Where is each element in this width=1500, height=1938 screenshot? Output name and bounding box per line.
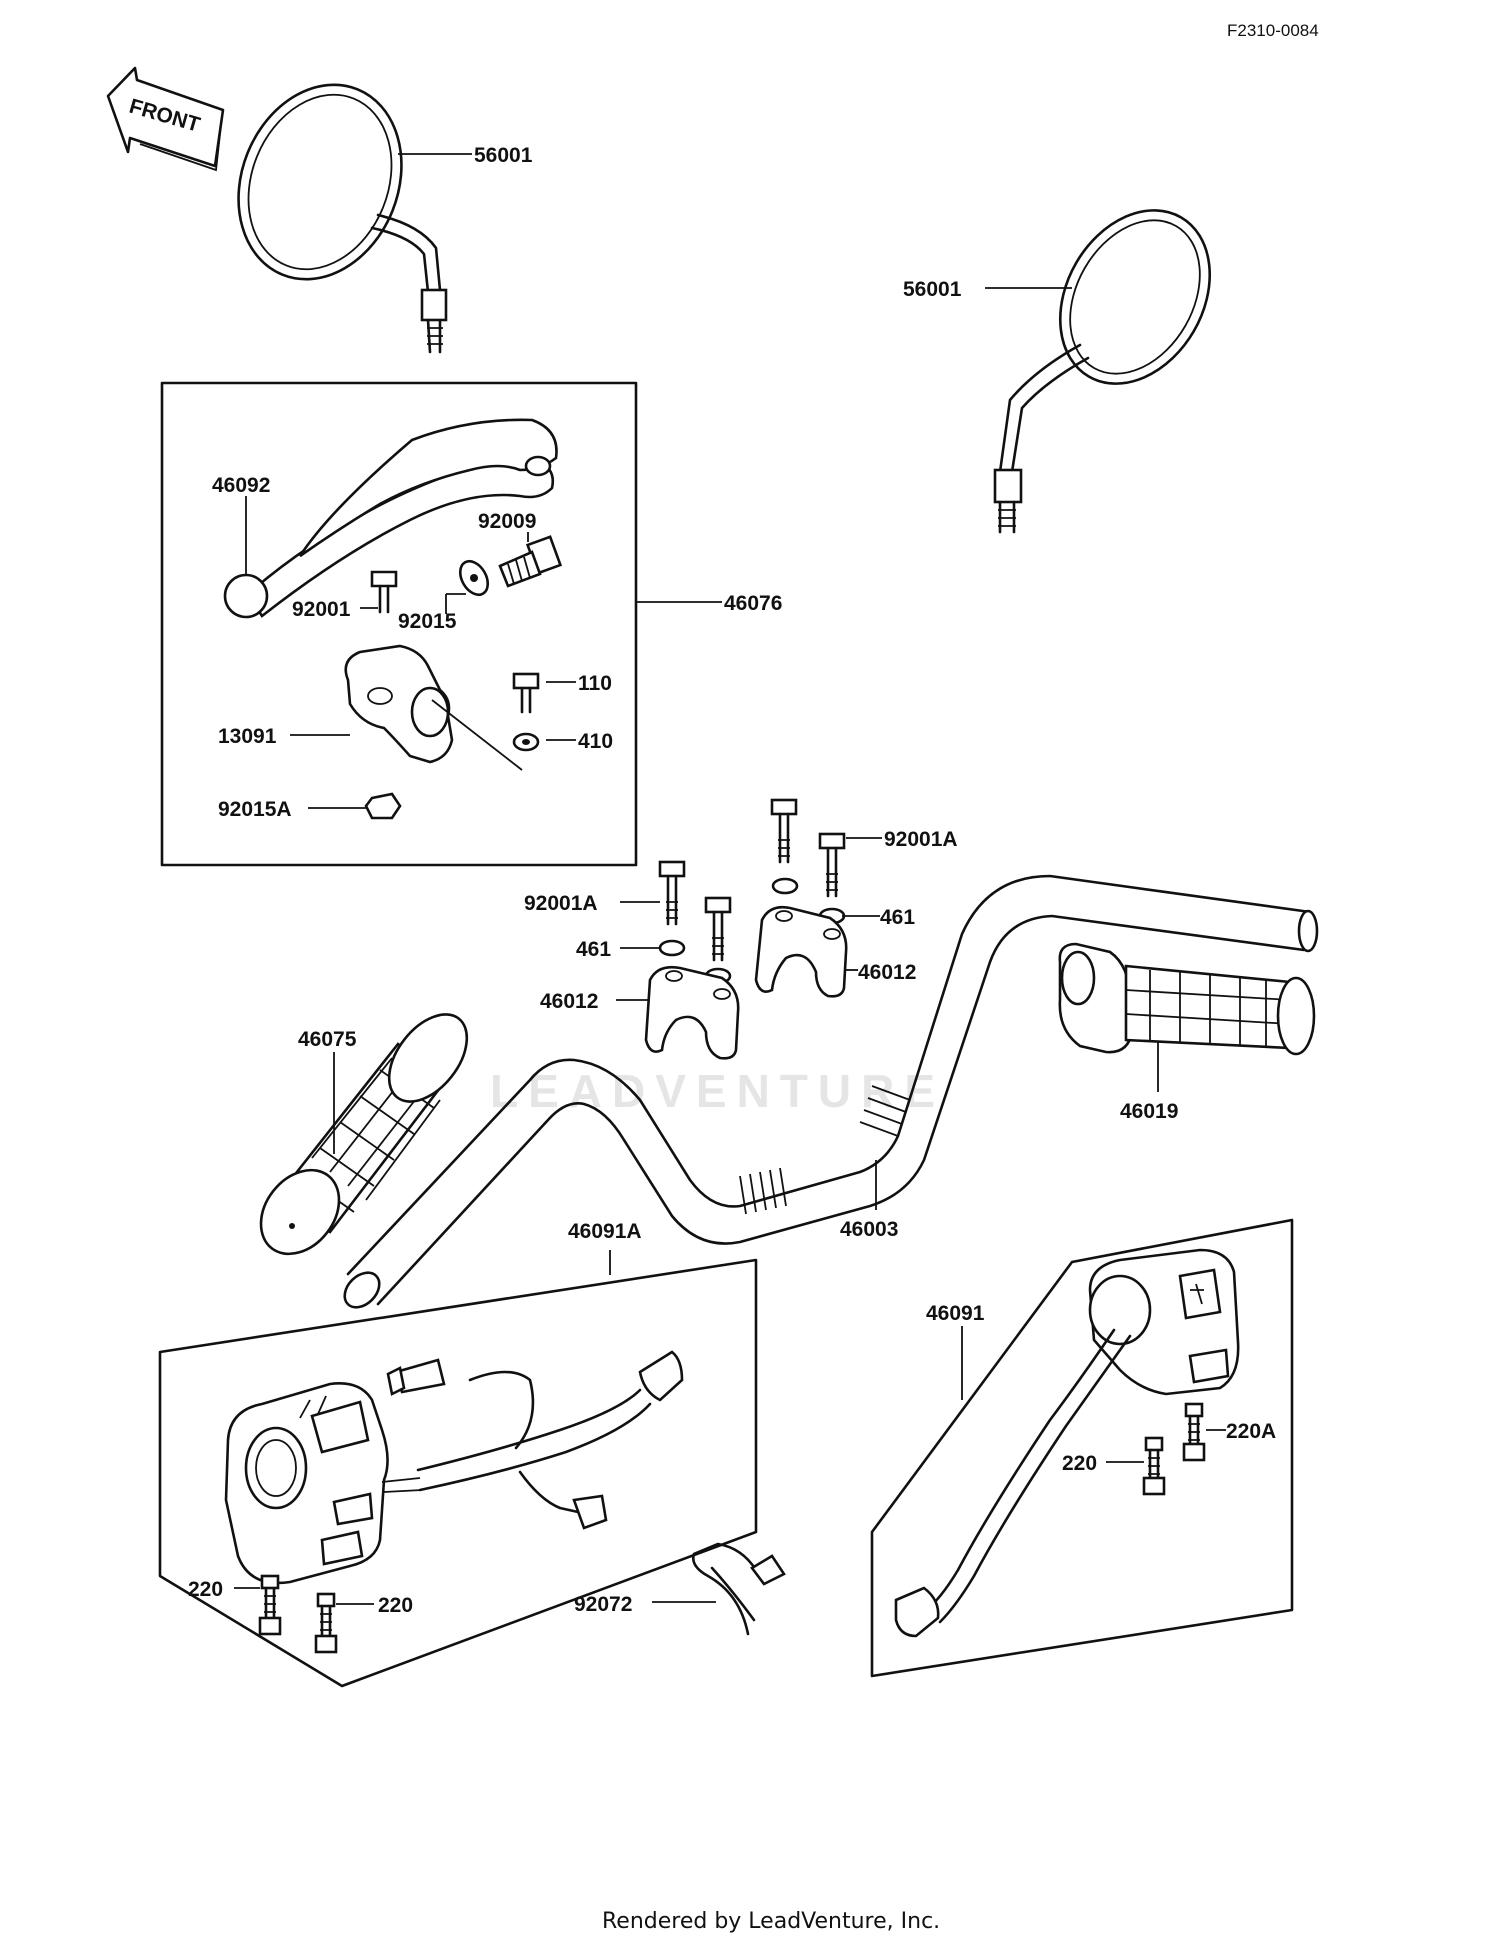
adjuster-bolt[interactable] (498, 535, 563, 588)
lever-holder[interactable] (344, 644, 523, 771)
label-bolt-l: 92001A (524, 892, 598, 915)
label-nut: 92015 (398, 610, 457, 633)
clamp-bolt-lower-2[interactable] (704, 896, 732, 985)
label-washer-r: 461 (880, 906, 915, 929)
mirror-right[interactable] (993, 183, 1240, 534)
wire-band[interactable] (692, 1542, 786, 1636)
label-screw-r2: 220A (1226, 1420, 1276, 1443)
label-washer-l: 461 (576, 938, 611, 961)
label-band: 92072 (574, 1593, 632, 1616)
clamp-bolt-upper-1[interactable] (770, 798, 799, 895)
switch-screw-right-1[interactable] (1142, 1436, 1166, 1496)
label-screw-l1: 220 (188, 1578, 223, 1601)
clutch-lever[interactable] (223, 418, 558, 619)
locknut[interactable] (455, 556, 494, 599)
label-clamp-r: 46012 (858, 961, 916, 984)
label-lever-assy: 46076 (724, 592, 782, 615)
switch-screw-left-1[interactable] (258, 1574, 282, 1636)
left-handlebar-switch[interactable] (224, 1350, 684, 1585)
label-lever: 46092 (212, 474, 270, 497)
handlebar-clamp-upper[interactable] (754, 905, 848, 998)
label-mirror-left: 56001 (474, 144, 533, 167)
handlebar-clamp-lower[interactable] (644, 965, 740, 1060)
label-switch-right: 46091 (926, 1302, 985, 1325)
label-washer-410: 410 (578, 730, 613, 753)
label-screw-l2: 220 (378, 1594, 413, 1617)
label-bolt-110: 110 (578, 672, 612, 695)
label-grip-right: 46019 (1120, 1100, 1178, 1123)
holder-bolt[interactable] (512, 672, 540, 714)
label-bolt-lever: 92001 (292, 598, 351, 621)
holder-washer[interactable] (512, 732, 540, 752)
label-holder: 13091 (218, 725, 277, 748)
label-mirror-right: 56001 (903, 278, 962, 301)
label-clamp-l: 46012 (540, 990, 598, 1013)
label-screw-r1: 220 (1062, 1452, 1097, 1475)
grip-right[interactable] (1058, 942, 1316, 1056)
left-switch-box (158, 1258, 758, 1688)
lever-assembly-box (160, 381, 638, 867)
diagram-code: F2310-0084 (1227, 21, 1319, 40)
clamp-bolt-lower-1[interactable] (658, 860, 686, 957)
front-label: FRONT (127, 95, 203, 137)
right-switch-box (870, 1218, 1294, 1678)
handlebar[interactable] (338, 874, 1319, 1314)
right-handlebar-switch[interactable] (894, 1248, 1240, 1638)
label-bolt-r: 92001A (884, 828, 958, 851)
mirror-left[interactable] (210, 60, 448, 354)
label-nut-92015a: 92015A (218, 798, 292, 821)
label-handlebar: 46003 (840, 1218, 898, 1241)
footer-credit: Rendered by LeadVenture, Inc. (602, 1909, 940, 1934)
label-adjuster: 92009 (478, 510, 536, 533)
holder-nut[interactable] (364, 792, 402, 820)
grip-left[interactable] (245, 1000, 483, 1269)
front-arrow-icon: FRONT (106, 66, 225, 172)
lever-pivot-bolt[interactable] (370, 570, 398, 614)
label-grip-left: 46075 (298, 1028, 357, 1051)
label-switch-left: 46091A (568, 1220, 642, 1243)
switch-screw-right-2[interactable] (1182, 1402, 1206, 1462)
switch-screw-left-2[interactable] (314, 1592, 338, 1654)
clamp-bolt-upper-2[interactable] (818, 832, 846, 925)
